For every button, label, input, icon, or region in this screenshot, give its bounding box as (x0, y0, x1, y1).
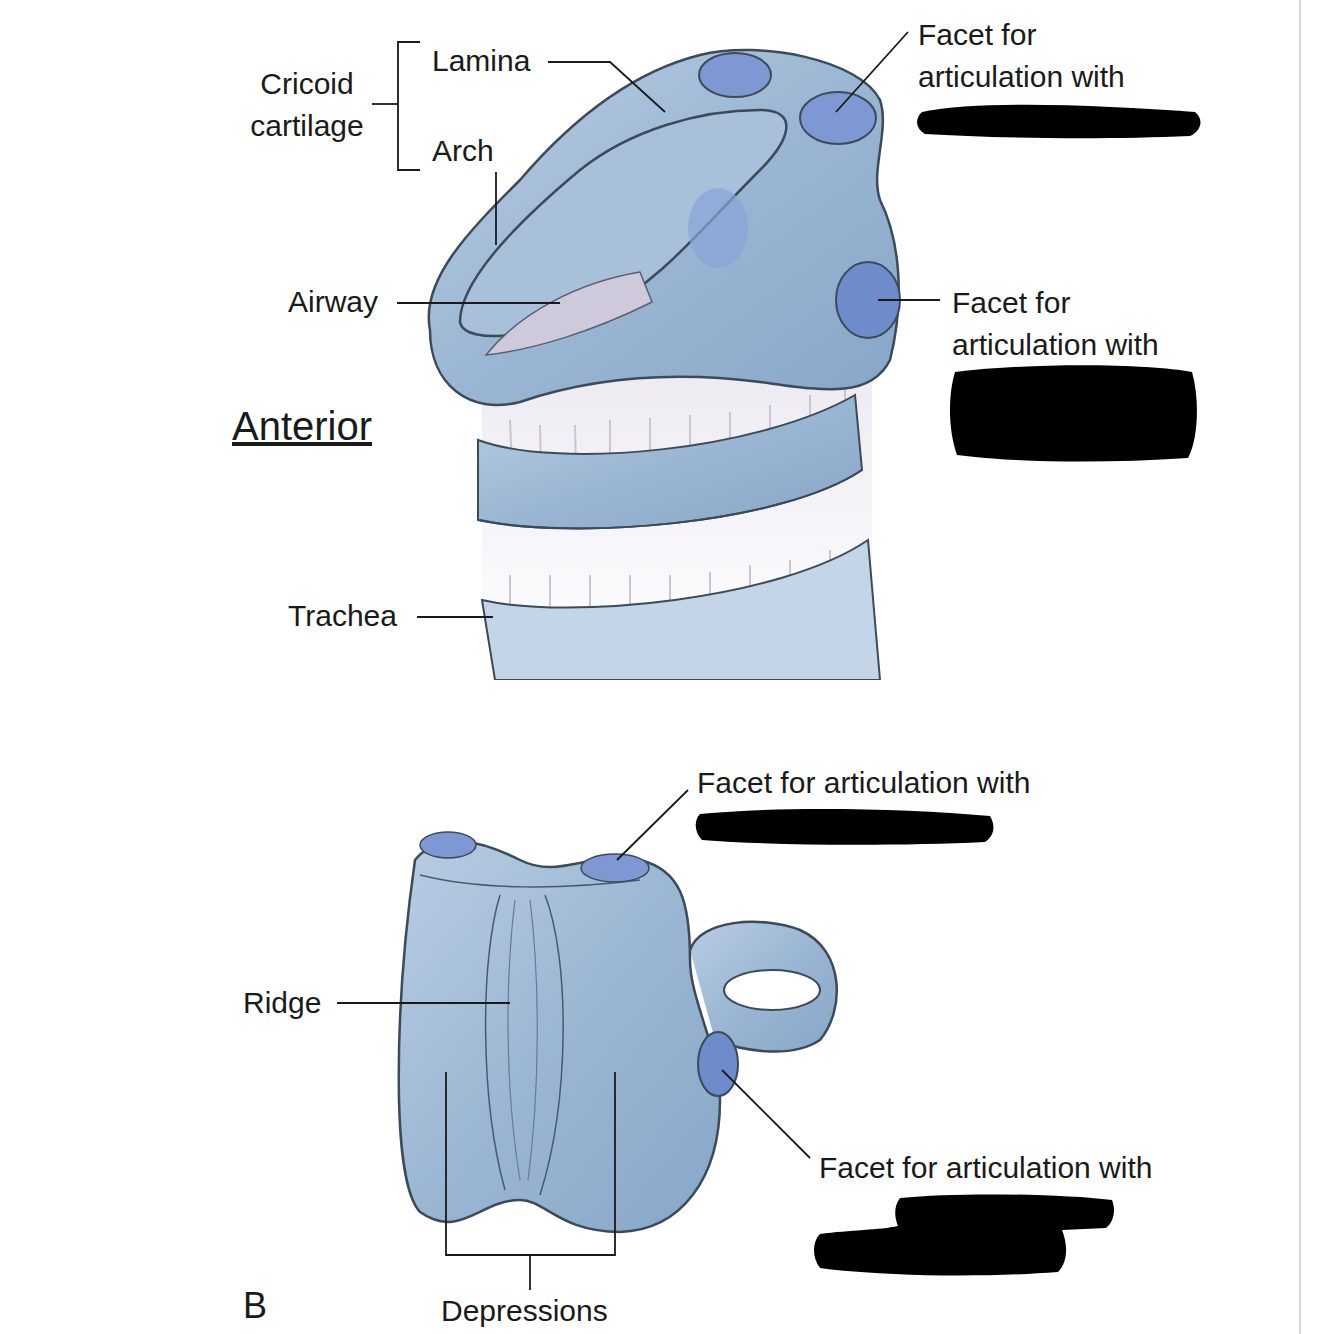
callout-label: Facet for articulation with (697, 762, 1030, 804)
part-label: Depressions (441, 1290, 608, 1332)
part-label: Lamina (432, 40, 530, 82)
view-label: Anterior (232, 402, 372, 450)
callout-label: Facet for articulation with (819, 1147, 1159, 1189)
callout-label: Facet for articulation with (952, 282, 1222, 366)
callout-label: Facet for articulation with (918, 14, 1188, 98)
part-label: Arch (432, 130, 494, 172)
panel-letter: B (243, 1284, 267, 1328)
part-label: Ridge (243, 982, 321, 1024)
part-label: Trachea (288, 595, 397, 637)
part-label: Airway (288, 281, 378, 323)
part-label: Cricoid cartilage (237, 63, 377, 147)
